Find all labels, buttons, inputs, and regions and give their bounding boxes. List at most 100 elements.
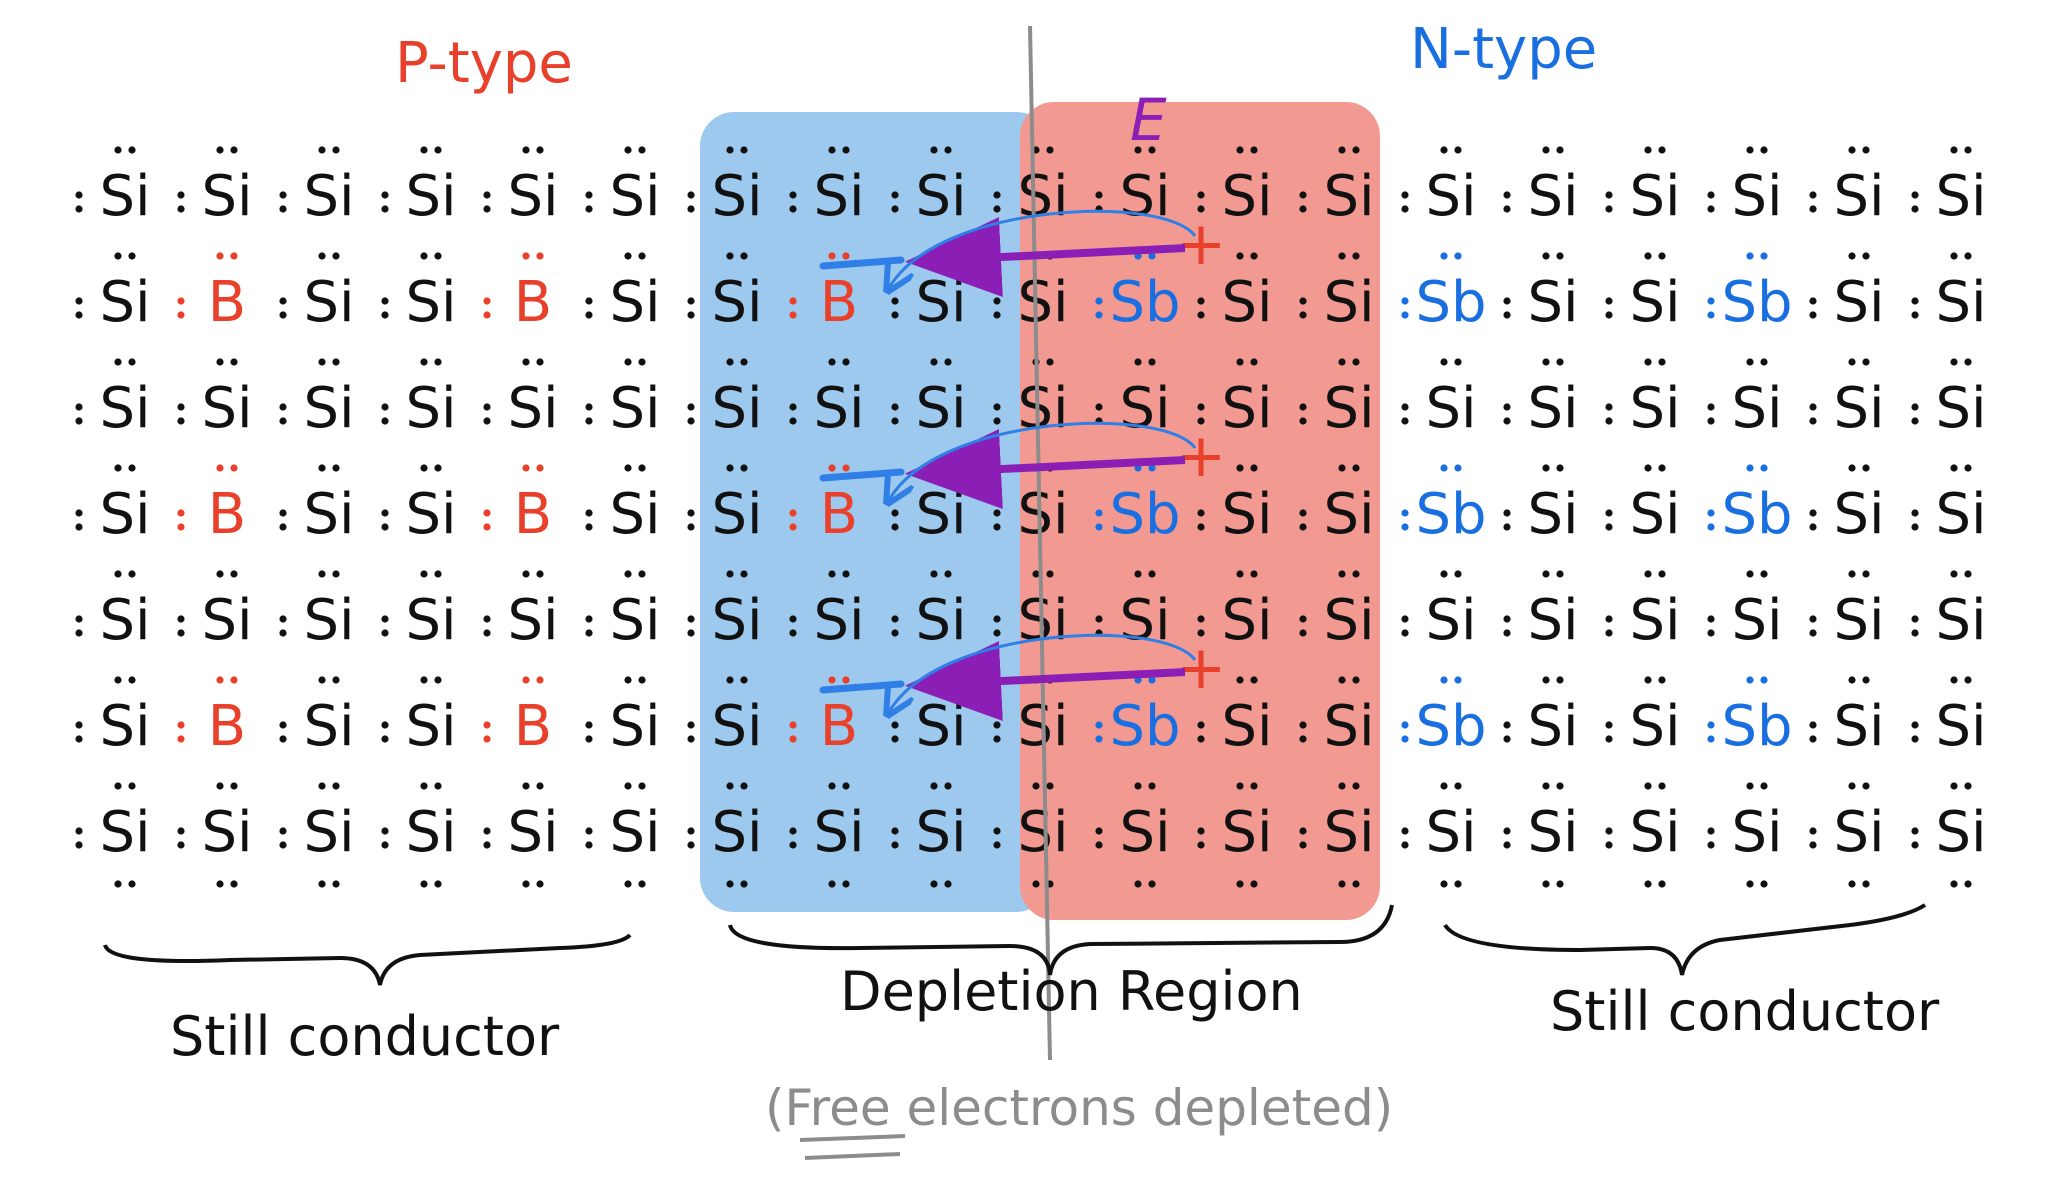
- brace-center: [728, 904, 1394, 976]
- valence-electron: [1707, 509, 1715, 517]
- valence-electron: [1760, 570, 1768, 578]
- valence-electron: [1197, 205, 1205, 213]
- valence-electron: [1644, 146, 1652, 154]
- valence-electron: [1605, 523, 1613, 531]
- valence-electron: [434, 146, 442, 154]
- valence-electron: [216, 782, 224, 790]
- valence-electron: [1503, 629, 1511, 637]
- silicon-atom: Si: [303, 800, 354, 865]
- silicon-atom: Si: [1323, 800, 1374, 865]
- valence-electron: [1542, 570, 1550, 578]
- valence-electron: [1707, 841, 1715, 849]
- electric-field-arrow: [905, 217, 1186, 298]
- valence-electron: [789, 205, 797, 213]
- silicon-atom: Si: [405, 164, 456, 229]
- valence-electron: [230, 676, 238, 684]
- valence-electron: [1503, 205, 1511, 213]
- valence-electron: [1911, 735, 1919, 743]
- silicon-atom: Si: [1323, 376, 1374, 441]
- valence-electron: [1250, 146, 1258, 154]
- valence-electron: [114, 146, 122, 154]
- valence-electron: [585, 403, 593, 411]
- boron-acceptor-atom: B: [514, 482, 552, 547]
- valence-electron: [1964, 880, 1972, 888]
- valence-electron: [279, 311, 287, 319]
- valence-electron: [993, 403, 1001, 411]
- valence-electron: [536, 782, 544, 790]
- valence-electron: [930, 146, 938, 154]
- valence-electron: [216, 146, 224, 154]
- valence-electron: [522, 570, 530, 578]
- valence-electron: [318, 782, 326, 790]
- valence-electron: [789, 615, 797, 623]
- valence-electron: [114, 880, 122, 888]
- valence-electron: [177, 205, 185, 213]
- valence-electron: [891, 417, 899, 425]
- silicon-atom: Si: [303, 376, 354, 441]
- valence-electron: [1352, 782, 1360, 790]
- n-type-label: N-type: [1410, 17, 1597, 82]
- silicon-atom: Si: [813, 588, 864, 653]
- valence-electron: [1605, 735, 1613, 743]
- valence-electron: [522, 358, 530, 366]
- valence-electron: [1454, 464, 1462, 472]
- valence-electron: [993, 191, 1001, 199]
- valence-electron: [1542, 782, 1550, 790]
- valence-electron: [1760, 464, 1768, 472]
- valence-electron: [740, 252, 748, 260]
- valence-electron: [1746, 464, 1754, 472]
- valence-electron: [1862, 676, 1870, 684]
- valence-electron: [687, 403, 695, 411]
- valence-electron: [114, 782, 122, 790]
- valence-electron: [332, 146, 340, 154]
- valence-electron: [128, 464, 136, 472]
- silicon-atom: Si: [609, 482, 660, 547]
- valence-electron: [1352, 146, 1360, 154]
- electric-field-arrow: [905, 429, 1186, 510]
- valence-electron: [318, 880, 326, 888]
- valence-electron: [1964, 464, 1972, 472]
- valence-electron: [1911, 629, 1919, 637]
- valence-electron: [1848, 146, 1856, 154]
- valence-electron: [1862, 880, 1870, 888]
- valence-electron: [1605, 827, 1613, 835]
- valence-electron: [891, 297, 899, 305]
- valence-electron: [75, 205, 83, 213]
- valence-electron: [177, 735, 185, 743]
- valence-electron: [624, 880, 632, 888]
- silicon-atom: Si: [201, 800, 252, 865]
- silicon-atom: Si: [1323, 694, 1374, 759]
- valence-electron: [687, 311, 695, 319]
- valence-electron: [1605, 311, 1613, 319]
- silicon-atom: Si: [1527, 800, 1578, 865]
- valence-electron: [1503, 297, 1511, 305]
- silicon-atom: Si: [1629, 800, 1680, 865]
- silicon-atom: Si: [915, 164, 966, 229]
- valence-electron: [638, 880, 646, 888]
- valence-electron: [1809, 417, 1817, 425]
- valence-electron: [1401, 417, 1409, 425]
- electron-path-arrow: [889, 633, 1197, 712]
- silicon-atom: Si: [813, 164, 864, 229]
- valence-electron: [522, 146, 530, 154]
- boron-acceptor-atom: B: [514, 694, 552, 759]
- silicon-atom: Si: [1629, 164, 1680, 229]
- valence-electron: [1862, 146, 1870, 154]
- antimony-donor-atom: Sb: [1721, 270, 1792, 335]
- boron-acceptor-atom: B: [208, 270, 246, 335]
- valence-electron: [687, 827, 695, 835]
- valence-electron: [624, 464, 632, 472]
- valence-electron: [585, 615, 593, 623]
- valence-electron: [1236, 358, 1244, 366]
- valence-electron: [789, 509, 797, 517]
- valence-electron: [1440, 880, 1448, 888]
- valence-electron: [1401, 205, 1409, 213]
- silicon-atom: Si: [1017, 800, 1068, 865]
- boron-acceptor-atom: B: [208, 694, 246, 759]
- valence-electron: [230, 358, 238, 366]
- valence-electron: [1542, 880, 1550, 888]
- valence-electron: [1197, 509, 1205, 517]
- silicon-atom: Si: [405, 482, 456, 547]
- valence-electron: [216, 676, 224, 684]
- silicon-atom: Si: [1833, 376, 1884, 441]
